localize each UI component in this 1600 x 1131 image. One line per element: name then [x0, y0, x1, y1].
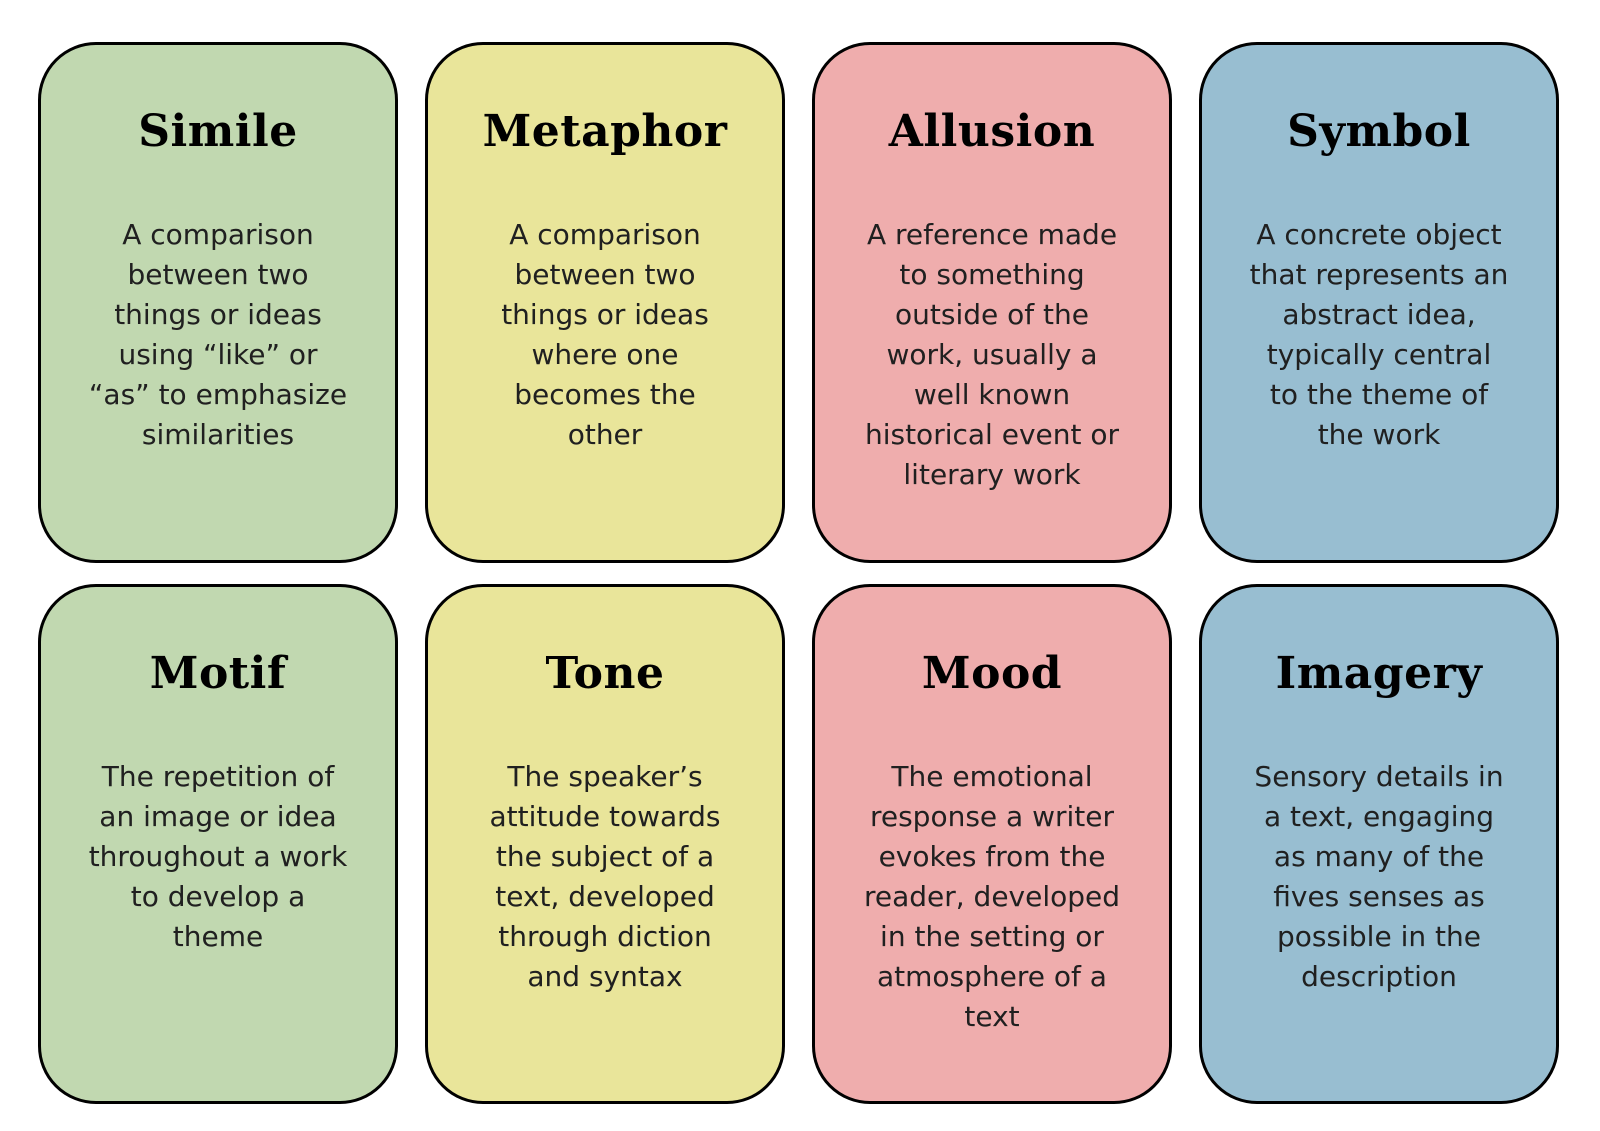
card-description-imagery: Sensory details in a text, engaging as m… [1254, 760, 1504, 993]
card-description-tone: The speaker’s attitude towards the subje… [489, 760, 721, 993]
card-title-metaphor: Metaphor [482, 106, 728, 157]
card-description-symbol: A concrete object that represents an abs… [1249, 218, 1509, 451]
flashcard-symbol: Symbol A concrete object that represents… [1199, 42, 1559, 563]
flashcard-imagery: Imagery Sensory details in a text, engag… [1199, 584, 1559, 1104]
flashcard-simile: Simile A comparison between two things o… [38, 42, 398, 563]
card-title-allusion: Allusion [888, 106, 1096, 157]
flashcard-motif: Motif The repetition of an image or idea… [38, 584, 398, 1104]
card-title-motif: Motif [149, 648, 287, 699]
flashcard-tone: Tone The speaker’s attitude towards the … [425, 584, 785, 1104]
flashcard-mood: Mood The emotional response a writer evo… [812, 584, 1172, 1104]
card-title-simile: Simile [138, 106, 298, 157]
flashcard-allusion: Allusion A reference made to something o… [812, 42, 1172, 563]
card-description-metaphor: A comparison between two things or ideas… [501, 218, 709, 451]
card-title-symbol: Symbol [1287, 106, 1471, 157]
card-title-imagery: Imagery [1275, 648, 1483, 699]
flashcard-metaphor: Metaphor A comparison between two things… [425, 42, 785, 563]
card-title-mood: Mood [921, 648, 1063, 699]
card-description-allusion: A reference made to something outside of… [864, 218, 1120, 491]
card-title-tone: Tone [545, 648, 665, 699]
card-description-simile: A comparison between two things or ideas… [88, 218, 348, 451]
card-description-motif: The repetition of an image or idea throu… [88, 760, 348, 953]
card-description-mood: The emotional response a writer evokes f… [863, 760, 1121, 1033]
